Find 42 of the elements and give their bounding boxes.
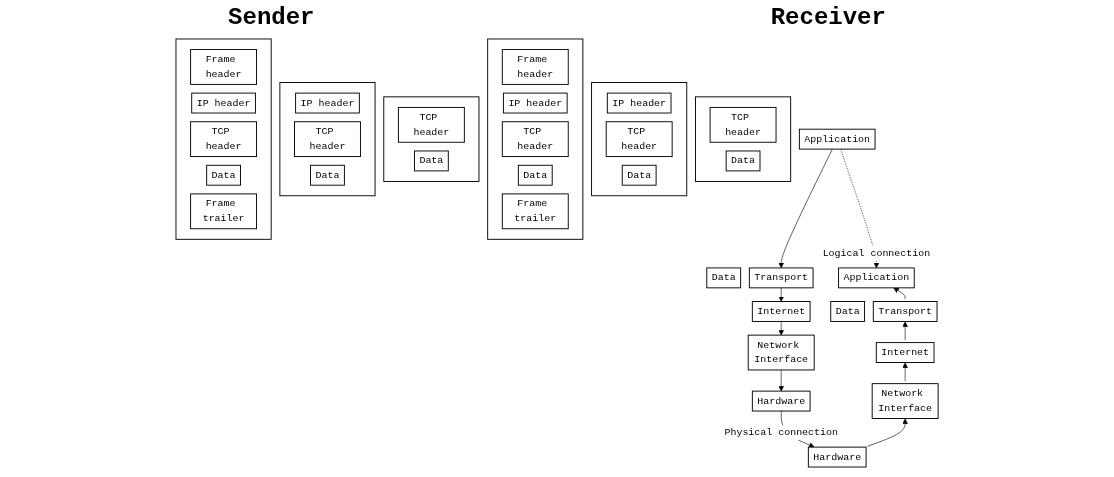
node-box: Frame trailer: [501, 193, 569, 230]
node-box: Data: [413, 150, 449, 172]
node-box: Data: [725, 150, 761, 172]
node-box: Network Interface: [871, 383, 939, 419]
node-box: Frame header: [501, 49, 569, 85]
node-box: Data: [621, 164, 657, 186]
cluster: [694, 96, 792, 182]
column-heading: Sender: [228, 3, 315, 31]
node-box: Internet: [751, 301, 811, 322]
node-box: TCP header: [190, 121, 257, 158]
node-box: Application: [798, 128, 876, 150]
node-box: Data: [706, 267, 742, 289]
node-box: TCP header: [293, 121, 361, 158]
column-heading: Receiver: [770, 3, 886, 31]
node-box: Data: [310, 164, 345, 186]
node-box: Transport: [748, 267, 814, 289]
node-box: TCP header: [501, 121, 569, 158]
cluster: [279, 82, 376, 197]
node-box: IP header: [502, 92, 568, 114]
node-box: Hardware: [751, 390, 811, 412]
edge-label: Logical connection: [822, 248, 931, 260]
node-box: IP header: [295, 92, 360, 114]
node-box: Frame trailer: [190, 193, 257, 230]
node-box: Data: [206, 164, 241, 186]
node-box: TCP header: [709, 106, 777, 143]
cluster: [487, 38, 584, 240]
node-box: Application: [838, 267, 915, 289]
node-box: Hardware: [807, 446, 867, 468]
node-box: Internet: [875, 342, 935, 363]
cluster: [383, 96, 480, 182]
cluster: [591, 82, 688, 197]
node-box: Network Interface: [747, 334, 815, 371]
cluster: [175, 38, 272, 240]
node-box: Data: [517, 164, 553, 186]
edge-label: Physical connection: [724, 427, 838, 439]
node-box: IP header: [191, 92, 256, 114]
node-box: Data: [830, 301, 865, 322]
node-box: TCP header: [397, 106, 465, 143]
node-box: TCP header: [605, 121, 673, 158]
node-box: Frame header: [190, 49, 257, 85]
node-box: IP header: [606, 92, 672, 114]
node-box: Transport: [872, 301, 938, 322]
